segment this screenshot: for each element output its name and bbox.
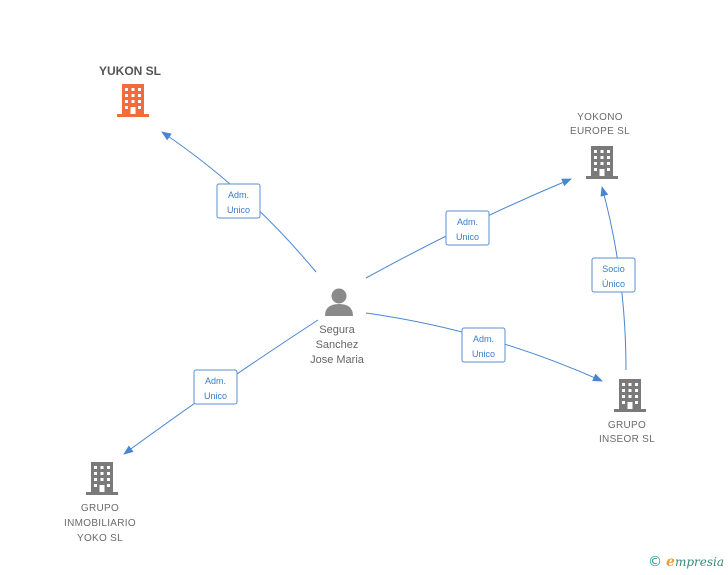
- node-inseor[interactable]: GRUPO INSEOR SL: [599, 379, 655, 445]
- edge-label-line: Socio: [602, 264, 625, 274]
- edges-layer: [123, 131, 627, 455]
- building-icon: [117, 84, 149, 117]
- edge-label-line: Adm.: [205, 376, 226, 386]
- edge-label-segura-yokono: Adm. Unico: [445, 210, 490, 246]
- brand-initial: e: [666, 554, 675, 570]
- node-label: YOKONO: [577, 112, 623, 123]
- node-label: GRUPO: [608, 420, 646, 431]
- node-yukon[interactable]: YUKON SL: [99, 64, 161, 117]
- node-label: GRUPO: [81, 503, 119, 514]
- edge-label-line: Unico: [472, 349, 495, 359]
- edge-label-line: Único: [602, 279, 625, 289]
- edge-label-line: Adm.: [457, 217, 478, 227]
- node-label: YUKON SL: [99, 64, 161, 78]
- brand-name: mpresia: [674, 555, 724, 569]
- person-icon: [325, 288, 353, 316]
- edge-label-line: Unico: [456, 232, 479, 242]
- brand-logo[interactable]: empresia: [666, 555, 724, 569]
- node-label: INMOBILIARIO: [64, 518, 136, 529]
- copyright-footer: © empresia: [648, 553, 724, 571]
- edge-label-line: Adm.: [473, 334, 494, 344]
- building-icon: [614, 379, 646, 412]
- node-label: YOKO SL: [77, 533, 123, 544]
- edge-label-line: Unico: [204, 391, 227, 401]
- edge-label-segura-inseor: Adm. Unico: [461, 327, 506, 363]
- building-icon: [586, 146, 618, 179]
- node-label: INSEOR SL: [599, 434, 655, 445]
- edge-labels-layer: Adm. Unico Adm. Unico Adm. Unico Adm. Un…: [193, 183, 636, 405]
- edge-label-line: Unico: [227, 205, 250, 215]
- node-label: Segura: [319, 324, 355, 336]
- node-segura[interactable]: Segura Sanchez Jose Maria: [310, 288, 365, 367]
- node-yoko[interactable]: GRUPO INMOBILIARIO YOKO SL: [64, 462, 136, 544]
- building-icon: [86, 462, 118, 495]
- node-yokono[interactable]: YOKONO EUROPE SL: [570, 112, 630, 179]
- node-label: EUROPE SL: [570, 126, 630, 137]
- edge-label-inseor-yokono: Socio Único: [591, 257, 636, 293]
- copyright-icon: ©: [648, 554, 663, 570]
- nodes-layer: YUKON SL: [64, 64, 655, 544]
- edge-label-segura-yoko: Adm. Unico: [193, 369, 238, 405]
- edge-label-line: Adm.: [228, 190, 249, 200]
- node-label: Jose Maria: [310, 354, 365, 366]
- node-label: Sanchez: [316, 339, 359, 351]
- edge-label-segura-yukon: Adm. Unico: [216, 183, 261, 219]
